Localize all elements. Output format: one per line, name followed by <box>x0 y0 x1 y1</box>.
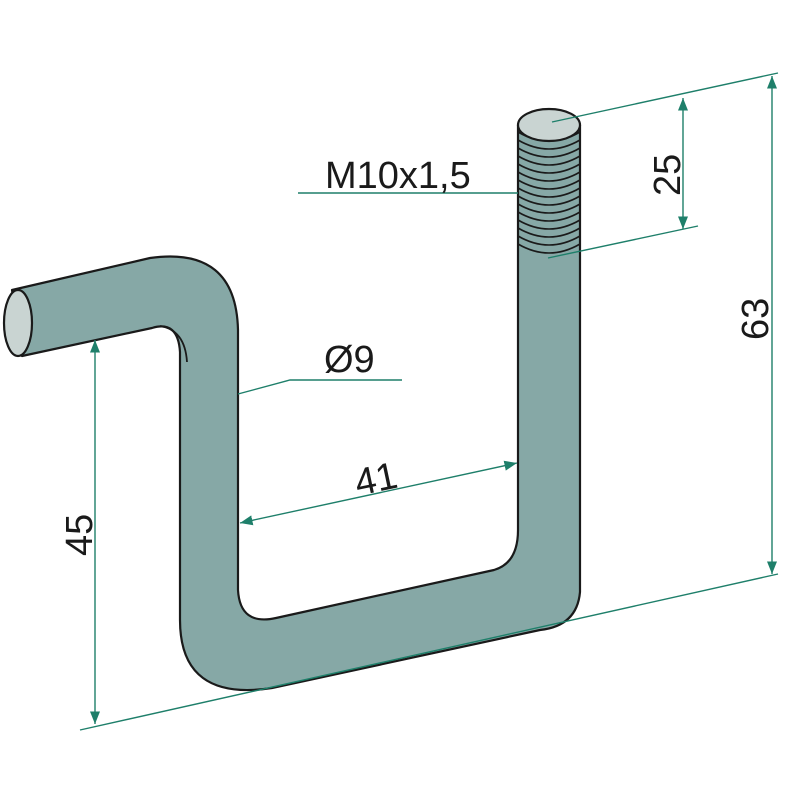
left-end-cap <box>2 288 34 358</box>
thread-ring <box>517 147 581 158</box>
width-label: 41 <box>351 455 401 505</box>
dim-41-line <box>239 460 518 526</box>
thread-ring <box>517 219 581 230</box>
thread-end-extension <box>547 225 699 259</box>
thread-ring <box>517 227 581 238</box>
thread-ring <box>517 243 581 254</box>
thread-ring <box>517 195 581 206</box>
thread-label: M10x1,5 <box>325 155 471 197</box>
thread-ring <box>517 235 581 246</box>
thread-rings <box>517 131 581 254</box>
thread-ring <box>517 163 581 174</box>
diameter-leader <box>237 379 402 395</box>
total-height-label: 63 <box>735 298 777 340</box>
thread-ring <box>517 139 581 150</box>
thread-ring <box>517 179 581 190</box>
thread-ring <box>517 211 581 222</box>
baseline-extension <box>79 573 779 731</box>
thread-ring <box>517 155 581 166</box>
diameter-label: Ø9 <box>324 339 375 381</box>
thread-ring <box>517 171 581 182</box>
thread-length-label: 25 <box>647 154 689 196</box>
thread-ring <box>517 203 581 214</box>
bent-bolt-body <box>10 123 582 692</box>
left-height-label: 45 <box>59 514 101 556</box>
top-extension <box>551 72 779 123</box>
thread-end-cap <box>516 107 582 143</box>
bend-inner-line <box>159 325 188 363</box>
thread-ring <box>517 187 581 198</box>
